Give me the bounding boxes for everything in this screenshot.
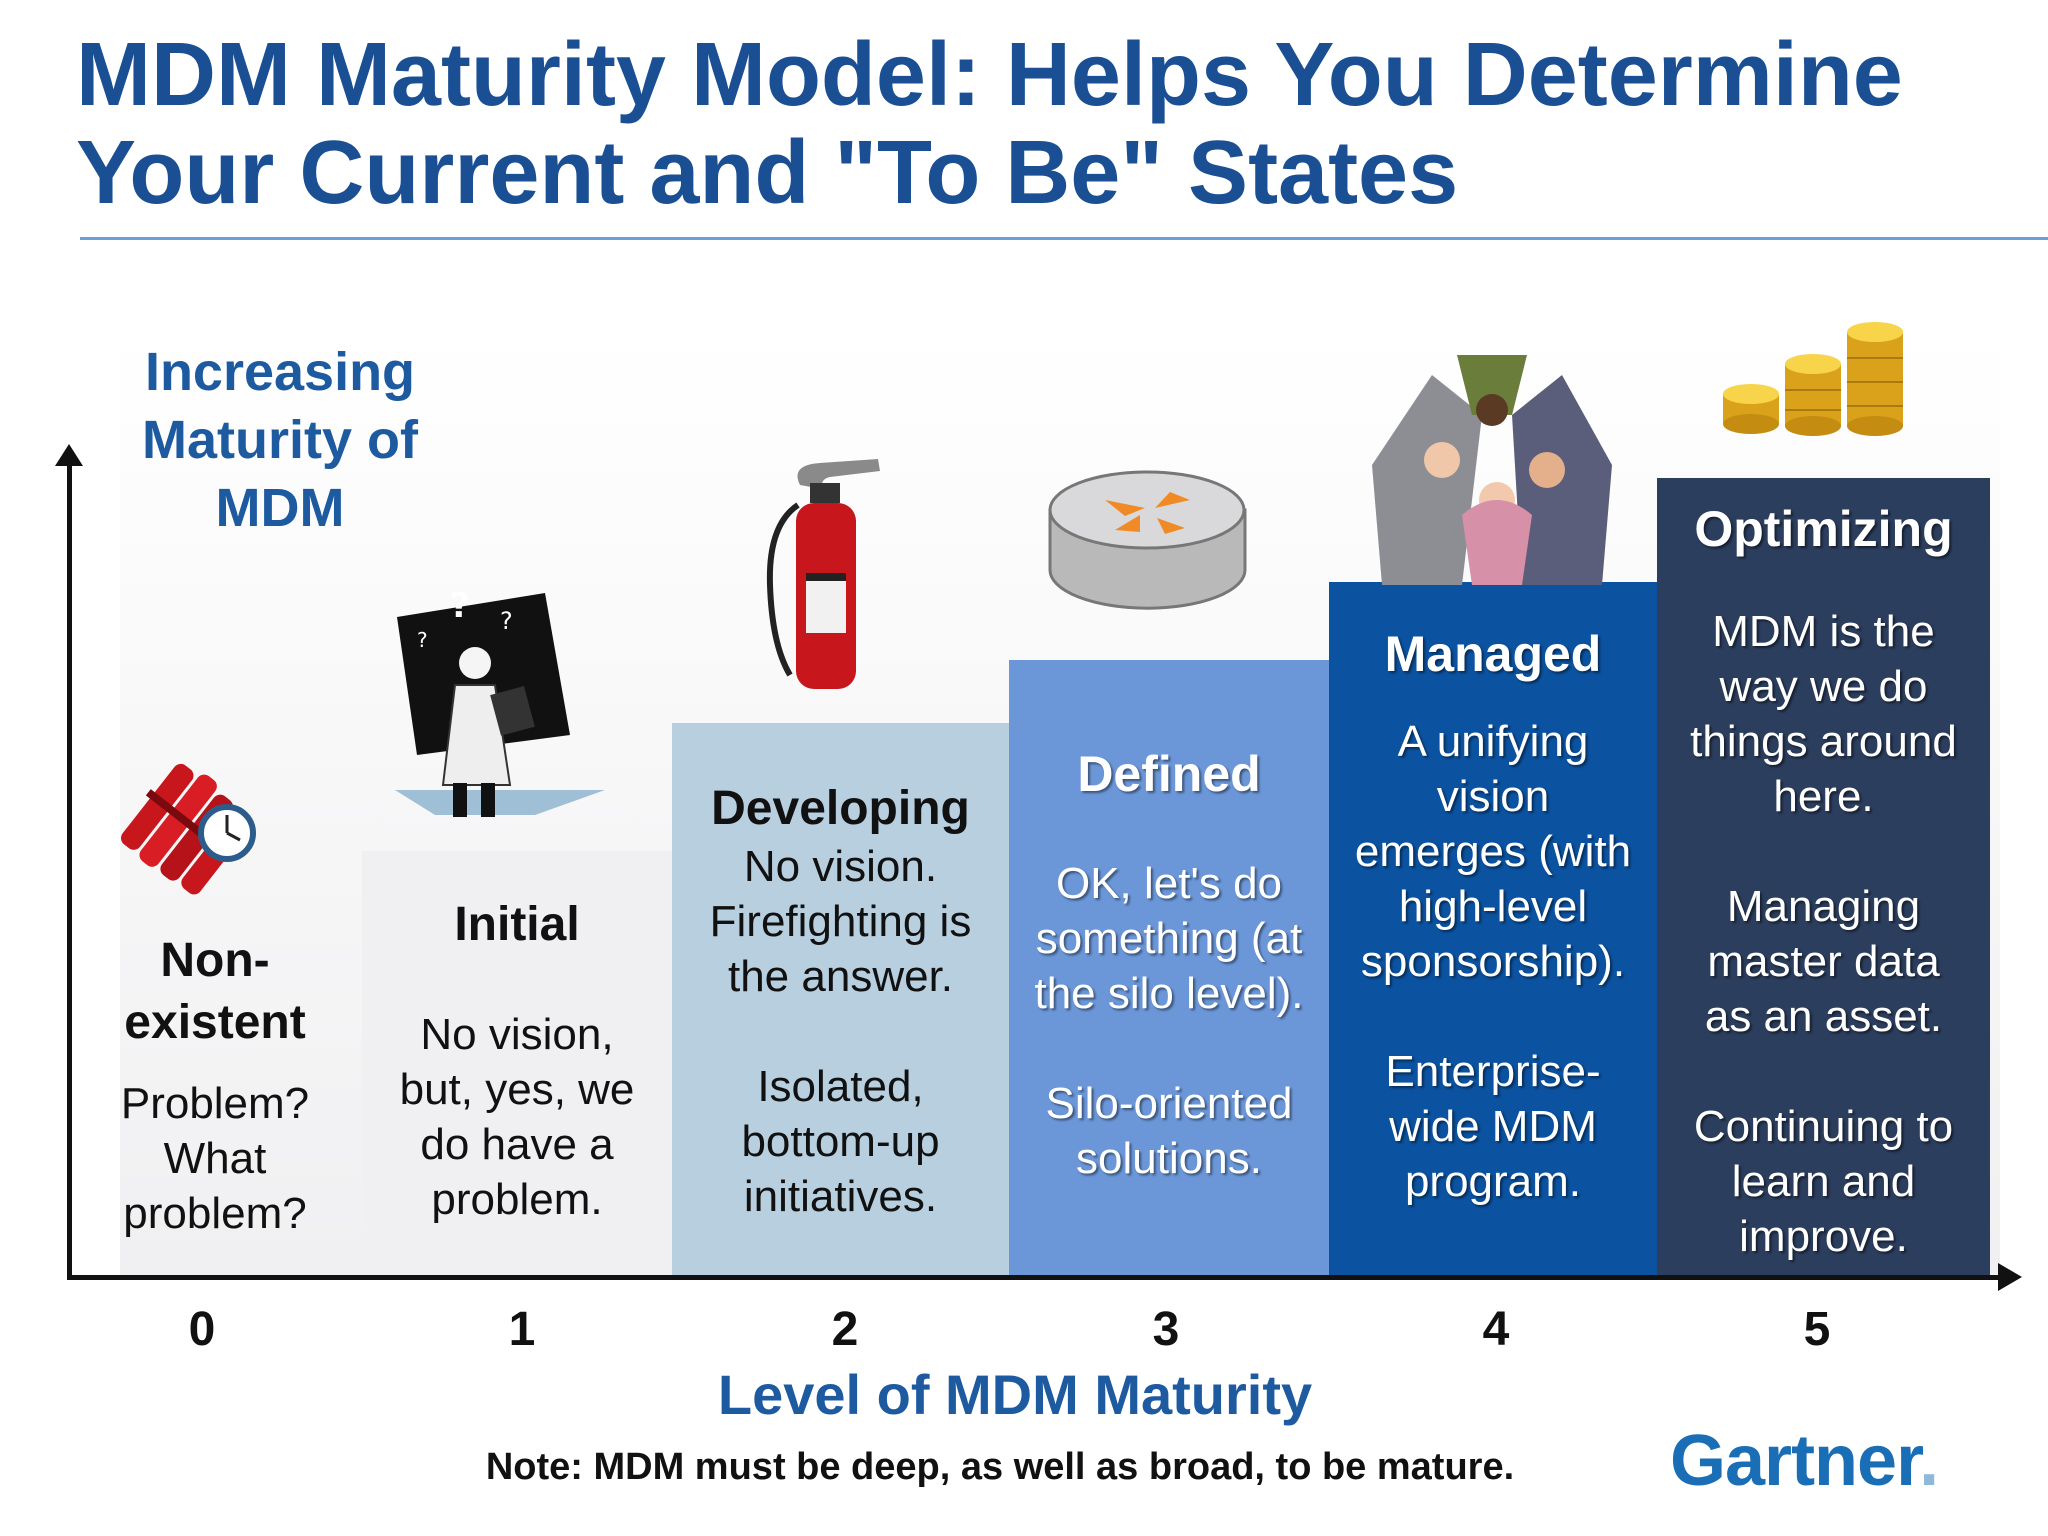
- step-nonexistent: Non- existent Problem? What problem?: [90, 930, 340, 1275]
- desc-line: OK, let's do: [1055, 859, 1283, 908]
- step-description: No vision, but, yes, we do have a proble…: [362, 1007, 672, 1227]
- desc-line: high-level: [1398, 882, 1588, 931]
- desc-line: master data: [1707, 937, 1940, 986]
- desc-line: Firefighting is: [709, 897, 972, 946]
- step-title: Non- existent: [90, 930, 340, 1054]
- logo-text: Gartner: [1670, 1421, 1920, 1501]
- desc-line: Problem?: [120, 1079, 310, 1128]
- dynamite-clock-icon: [121, 763, 256, 895]
- desc-line: No vision,: [420, 1010, 614, 1059]
- step-description: No vision. Firefighting is the answer. I…: [672, 839, 1009, 1224]
- step-managed: Managed A unifying vision emerges (with …: [1329, 582, 1657, 1275]
- footnote: Note: MDM must be deep, as well as broad…: [485, 1446, 1515, 1488]
- desc-line: sponsorship).: [1360, 937, 1626, 986]
- step-initial: Initial No vision, but, yes, we do have …: [362, 851, 672, 1275]
- gold-coins-icon: [1723, 322, 1903, 436]
- step-optimizing: Optimizing MDM is the way we do things a…: [1657, 478, 1990, 1275]
- step-developing: Developing No vision. Firefighting is th…: [672, 723, 1009, 1275]
- confused-scientist-icon: ? ? ?: [395, 586, 605, 817]
- desc-line: program.: [1404, 1157, 1582, 1206]
- desc-line: do have a: [420, 1120, 614, 1169]
- y-axis-label-line: Maturity of: [142, 410, 418, 470]
- desc-line: Continuing to: [1693, 1102, 1954, 1151]
- step-description: A unifying vision emerges (with high-lev…: [1329, 714, 1657, 1209]
- step-title: Optimizing: [1694, 501, 1953, 557]
- title-line-1: MDM Maturity Model: Helps You Determine: [76, 25, 1903, 125]
- desc-line: something (at: [1035, 914, 1303, 963]
- desc-line: learn and: [1731, 1157, 1916, 1206]
- desc-line: solutions.: [1076, 1134, 1262, 1183]
- x-tick-label: 2: [831, 1303, 859, 1356]
- step-title: Defined: [1077, 746, 1261, 802]
- step-description: OK, let's do something (at the silo leve…: [1009, 856, 1329, 1186]
- desc-line: Managing: [1726, 882, 1921, 931]
- desc-line: vision: [1436, 772, 1550, 821]
- y-axis-label: Increasing Maturity of MDM: [110, 338, 450, 542]
- desc-line: problem?: [123, 1189, 307, 1238]
- x-tick-label: 3: [1152, 1303, 1180, 1356]
- y-axis-arrowhead: [55, 444, 83, 466]
- desc-line: the answer.: [727, 952, 954, 1001]
- x-tick-label: 4: [1482, 1303, 1510, 1356]
- step-description: Problem? What problem?: [90, 1076, 340, 1241]
- y-axis-line: [67, 456, 72, 1278]
- desc-line: emerges (with: [1354, 827, 1632, 876]
- svg-text:?: ?: [417, 628, 428, 652]
- team-huddle-icon: [1372, 355, 1612, 585]
- x-axis-arrowhead: [1998, 1263, 2022, 1291]
- x-axis-line: [67, 1275, 2005, 1280]
- desc-line: as an asset.: [1704, 992, 1943, 1041]
- svg-text:?: ?: [500, 607, 513, 635]
- desc-line: things around: [1690, 717, 1957, 766]
- x-axis-label: Level of MDM Maturity: [717, 1363, 1313, 1426]
- desc-line: MDM is the: [1712, 607, 1935, 656]
- svg-text:?: ?: [450, 586, 470, 626]
- desc-line: A unifying: [1397, 717, 1589, 766]
- step-defined: Defined OK, let's do something (at the s…: [1009, 660, 1329, 1275]
- gartner-logo: Gartner.: [1670, 1420, 1939, 1502]
- desc-line: bottom-up: [741, 1117, 940, 1166]
- desc-line: Enterprise-: [1385, 1047, 1601, 1096]
- fire-extinguisher-icon: [766, 459, 880, 689]
- desc-line: wide MDM: [1389, 1102, 1597, 1151]
- x-tick-label: 0: [188, 1303, 216, 1356]
- y-axis-label-line: Increasing: [144, 342, 416, 402]
- desc-line: No vision.: [743, 842, 938, 891]
- desc-line: Silo-oriented: [1045, 1079, 1293, 1128]
- y-axis-label-line: MDM: [215, 478, 345, 538]
- title-divider: [80, 237, 2048, 240]
- desc-line: but, yes, we: [399, 1065, 635, 1114]
- step-title: Initial: [454, 898, 580, 951]
- x-tick-label: 5: [1803, 1303, 1831, 1356]
- desc-line: way we do: [1719, 662, 1928, 711]
- desc-line: problem.: [431, 1175, 603, 1224]
- step-description: MDM is the way we do things around here.…: [1657, 604, 1990, 1264]
- page-title: MDM Maturity Model: Helps You Determine …: [76, 26, 1976, 222]
- desc-line: Isolated,: [757, 1062, 924, 1111]
- logo-mark: .: [1919, 1421, 1939, 1501]
- desc-line: improve.: [1739, 1212, 1908, 1261]
- desc-line: the silo level).: [1034, 969, 1304, 1018]
- desc-line: here.: [1773, 772, 1874, 821]
- step-title: Managed: [1384, 626, 1602, 682]
- title-line-2: Your Current and "To Be" States: [76, 123, 1459, 223]
- step-title-line: existent: [124, 996, 306, 1049]
- step-title-line: Non-: [160, 934, 270, 987]
- x-tick-label: 1: [508, 1303, 536, 1356]
- desc-line: initiatives.: [743, 1172, 938, 1221]
- step-title: Developing: [711, 782, 970, 835]
- router-icon: [1048, 470, 1247, 610]
- desc-line: What: [163, 1134, 267, 1183]
